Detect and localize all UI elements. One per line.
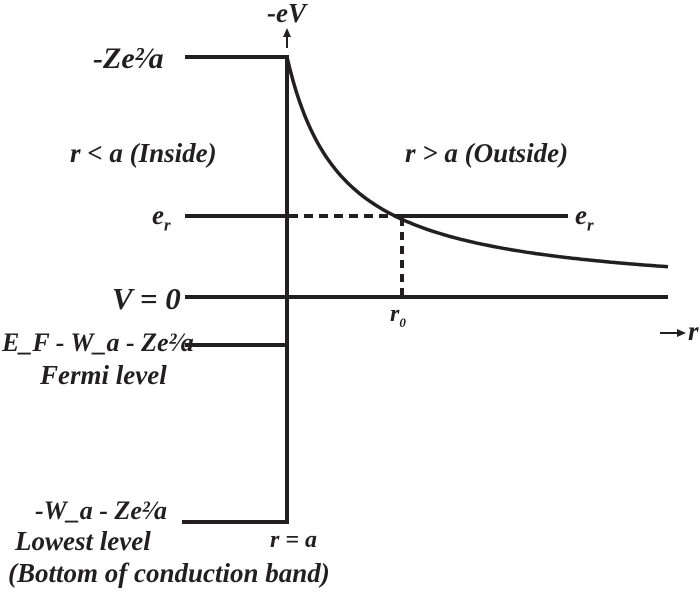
- boundary-label: r = a: [270, 527, 318, 553]
- lowest-caption: Lowest level: [15, 526, 151, 556]
- coulomb-potential-curve: [285, 56, 669, 269]
- horizontal-axis-label: r: [688, 316, 699, 346]
- r0-label: r0: [390, 302, 406, 329]
- fermi-caption: Fermi level: [40, 360, 167, 390]
- energy-level-label-right: er: [575, 200, 594, 235]
- energy-symbol: e: [575, 200, 587, 230]
- r0-symbol: r: [390, 301, 400, 327]
- energy-level-label-left: er: [152, 200, 171, 235]
- r0-subscript: 0: [399, 314, 406, 330]
- lowest-expression-label: -W_a - Ze²⁄a: [35, 496, 167, 525]
- vertical-axis-label: -eV: [267, 0, 306, 28]
- energy-symbol: e: [152, 200, 164, 230]
- arrow-up-icon: [283, 28, 291, 37]
- zero-potential-label: V = 0: [112, 281, 181, 316]
- outside-region-label: r > a (Outside): [405, 138, 569, 168]
- inside-region-label: r < a (Inside): [70, 138, 217, 168]
- energy-subscript: r: [586, 215, 594, 235]
- lowest-caption-2: (Bottom of conduction band): [8, 558, 330, 588]
- arrow-right-icon: [677, 329, 686, 337]
- fermi-expression-label: E_F - W_a - Ze²⁄a: [2, 328, 194, 357]
- top-level-label: -Ze²⁄a: [93, 42, 164, 75]
- energy-subscript: r: [163, 215, 171, 235]
